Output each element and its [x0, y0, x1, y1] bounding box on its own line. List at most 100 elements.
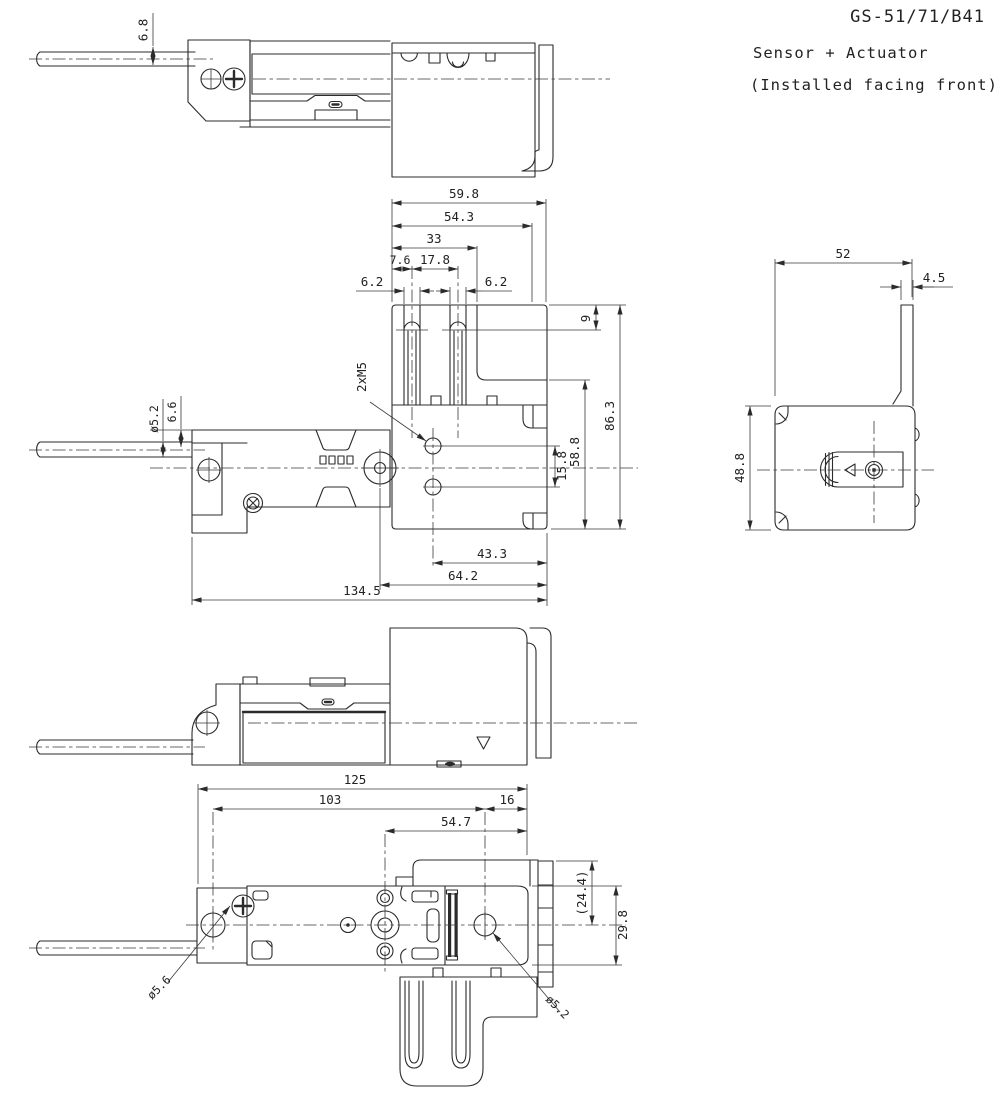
- body-window: [314, 109, 358, 121]
- dim-bottom-overall: 125: [344, 772, 367, 787]
- ext-lines-right: [396, 304, 626, 530]
- pivot-center: [346, 923, 350, 927]
- small-boss-bottom: [376, 942, 394, 960]
- screw-inner: [246, 496, 260, 510]
- dim-side-width: 52: [835, 246, 850, 261]
- led: [346, 455, 354, 465]
- bracket-hole-cross: [201, 69, 221, 89]
- screw-head: [231, 894, 255, 918]
- dim-cable-dia-callout: ø5.2: [543, 992, 572, 1021]
- dim-hole-dia-callout: ø5.6: [144, 973, 174, 1003]
- side-body: [774, 405, 916, 531]
- small-boss-bottom-inner: [379, 945, 391, 957]
- rear-side-view: [29, 627, 640, 768]
- leader-line: [492, 932, 561, 1013]
- key-slot-left: [403, 304, 421, 406]
- dim-width-overall: 59.8: [449, 186, 479, 201]
- bottom-detail: [445, 761, 455, 767]
- slot-centerlines: [411, 266, 459, 438]
- bottom-tab: [436, 760, 462, 768]
- entry-slot-cap: [445, 955, 459, 961]
- phillips-cross-icon: [224, 69, 244, 89]
- sensor-bracket: [187, 39, 251, 122]
- small-slot: [252, 890, 269, 901]
- phillips-cross-icon: [247, 497, 259, 509]
- l-bracket-side: [526, 627, 552, 759]
- body-cover: [242, 711, 386, 764]
- centerlines: [757, 421, 934, 523]
- indicator-window-upper: [315, 429, 357, 451]
- dim-bottom-height: 29.8: [615, 910, 630, 940]
- dim-slot-depth: (24.4): [574, 870, 589, 915]
- plate-notch-upper: [522, 404, 548, 429]
- small-boss-top: [376, 889, 394, 907]
- body-slot: [328, 100, 343, 109]
- mounting-plate-edge: [892, 304, 914, 407]
- bracket-hole-cross: [196, 457, 222, 483]
- plate-tab: [430, 395, 442, 406]
- led-indicators: [319, 455, 354, 465]
- dim-hole-pitch: 15.8: [554, 451, 569, 481]
- plate-notch-lower: [522, 512, 548, 530]
- dim-cable-offset: 6.6: [165, 402, 179, 423]
- small-boss-top-inner: [379, 892, 391, 904]
- latch-detail-bottom: [400, 948, 407, 964]
- dim-hole-to-edge: 43.3: [477, 546, 507, 561]
- dim-slot-span: 33: [426, 231, 441, 246]
- l-bracket: [521, 44, 554, 172]
- latch-detail-top: [400, 886, 407, 902]
- entry-slot-cap: [445, 889, 459, 895]
- leader-line: [167, 905, 231, 983]
- l-bracket-edge: [537, 860, 554, 988]
- led: [319, 455, 327, 465]
- mounting-plate: [391, 304, 548, 530]
- actuator-slot: [819, 451, 904, 488]
- screw-head: [222, 67, 246, 91]
- ext-lines: [745, 259, 914, 531]
- thread-callout: 2xM5: [354, 362, 369, 392]
- corner-notch-bottom: [775, 511, 789, 531]
- dim-slot-offset: 7.6: [390, 253, 411, 267]
- dim-plate-offset: 16: [499, 792, 514, 807]
- indicator-window-lower: [315, 486, 357, 508]
- plate-tab: [486, 395, 498, 406]
- sensor-bracket-side: [191, 683, 241, 766]
- drawing-note: (Installed facing front): [750, 76, 998, 94]
- foot-slot-right: [451, 980, 471, 1069]
- title-block: GS-51/71/B41 Sensor + Actuator (Installe…: [750, 7, 998, 94]
- foot-tab: [490, 967, 502, 978]
- plate-notch-square: [428, 52, 441, 64]
- dim-actuator-offset: 54.7: [441, 814, 471, 829]
- dim-plate-thickness: 4.5: [923, 270, 946, 285]
- dim-slot-width-right: 6.2: [485, 274, 508, 289]
- body-tab: [242, 676, 258, 685]
- foot-tab: [432, 967, 444, 978]
- edge-bumps: [914, 427, 920, 508]
- square-port: [251, 940, 273, 960]
- ext-lines-left: [150, 396, 192, 441]
- led: [328, 455, 336, 465]
- foot-slot-left: [404, 980, 424, 1069]
- dim-slot-pitch: 17.8: [420, 252, 450, 267]
- side-view: 52 4.5 48.8: [732, 246, 953, 531]
- bottom-view: 125 103 16 54.7: [29, 772, 630, 1087]
- latch-bottom: [411, 947, 439, 960]
- front-view: 59.8 54.3 33 7.6 17.8 6.2 6.2 9 86.3 58.…: [29, 186, 638, 606]
- dim-length-overall: 134.5: [343, 583, 381, 598]
- bracket-hole-cross: [194, 710, 220, 736]
- actuator-plate: [391, 42, 536, 178]
- plate-notch-square2: [485, 52, 496, 62]
- plate-notch-round: [400, 52, 418, 62]
- dim-body-length: 103: [319, 792, 342, 807]
- model-number: GS-51/71/B41: [850, 7, 985, 27]
- top-view: 6.8: [29, 13, 610, 178]
- dim-cable-dia: ø5.2: [147, 405, 161, 433]
- phillips-cross-icon: [233, 896, 253, 916]
- dim-side-height: 48.8: [732, 453, 747, 483]
- dim-center-to-edge: 64.2: [448, 568, 478, 583]
- corner-notch-top: [775, 405, 789, 425]
- ext-lines-top: [197, 784, 528, 884]
- drawing-subtitle: Sensor + Actuator: [753, 44, 929, 62]
